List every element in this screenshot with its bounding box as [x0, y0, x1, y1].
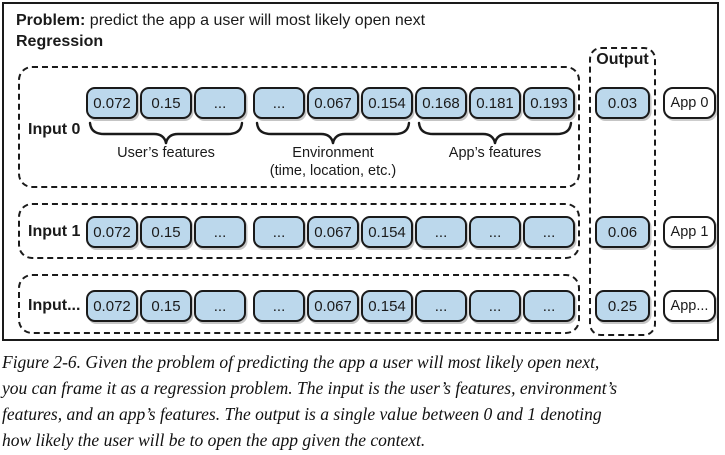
output-frame [589, 47, 656, 336]
input1-feature-row: 0.072 0.15 ... ... 0.067 0.154 ... ... .… [86, 216, 575, 248]
feature-cell: 0.154 [361, 290, 413, 322]
figure-caption: Figure 2-6. Given the problem of predict… [2, 349, 617, 453]
input-n-frame [18, 274, 580, 334]
app-box: App... [663, 290, 716, 322]
user-features-label: User’s features [117, 145, 215, 161]
problem-text: predict the app a user will most likely … [89, 12, 426, 29]
feature-cell: ... [415, 216, 467, 248]
feature-cell: 0.15 [140, 290, 192, 322]
environment-sublabel: (time, location, etc.) [269, 163, 397, 179]
feature-cell: 0.15 [140, 216, 192, 248]
feature-cell: 0.072 [86, 216, 138, 248]
curly-brace-app-features [417, 121, 573, 145]
feature-cell: 0.15 [140, 87, 192, 119]
feature-cell: 0.067 [307, 87, 359, 119]
environment-label: Environment [292, 145, 374, 161]
feature-cell: ... [415, 290, 467, 322]
input0-feature-row: 0.072 0.15 ... ... 0.067 0.154 0.168 0.1… [86, 87, 575, 119]
curly-brace-user-features [88, 121, 244, 145]
feature-cell: ... [253, 290, 305, 322]
problem-label: Problem: [16, 12, 86, 29]
feature-cell: ... [253, 216, 305, 248]
feature-cell: 0.168 [415, 87, 467, 119]
feature-cell: ... [194, 290, 246, 322]
input0-frame [18, 66, 580, 188]
figure-frame: Problem: predict the app a user will mos… [2, 2, 719, 341]
feature-cell: ... [523, 290, 575, 322]
feature-cell: ... [469, 216, 521, 248]
feature-cell: ... [194, 216, 246, 248]
feature-cell: ... [194, 87, 246, 119]
feature-cell: 0.067 [307, 216, 359, 248]
feature-cell: ... [469, 290, 521, 322]
framing-label: Regression [16, 33, 104, 50]
feature-cell: ... [253, 87, 305, 119]
feature-cell: 0.072 [86, 87, 138, 119]
output-cell: 0.03 [595, 87, 650, 119]
output-column-label: Output [596, 51, 649, 68]
problem-title: Problem: predict the app a user will mos… [16, 12, 425, 30]
feature-cell: ... [523, 216, 575, 248]
caption-line: how likely the user will be to open the … [2, 430, 426, 450]
caption-line: Figure 2-6. Given the problem of predict… [2, 352, 600, 372]
output-cell: 0.06 [595, 216, 650, 248]
input-n-label: Input... [28, 297, 81, 314]
app-features-label: App’s features [448, 145, 542, 161]
feature-cell: 0.067 [307, 290, 359, 322]
feature-cell: 0.072 [86, 290, 138, 322]
curly-brace-environment [255, 121, 411, 145]
input0-label: Input 0 [28, 121, 81, 138]
input1-frame [18, 203, 580, 259]
input1-label: Input 1 [28, 223, 81, 240]
input-n-feature-row: 0.072 0.15 ... ... 0.067 0.154 ... ... .… [86, 290, 575, 322]
feature-cell: 0.154 [361, 87, 413, 119]
caption-line: features, and an app’s features. The out… [2, 404, 602, 424]
caption-line: you can frame it as a regression problem… [2, 378, 618, 398]
app-box: App 0 [663, 87, 716, 119]
output-cell: 0.25 [595, 290, 650, 322]
feature-cell: 0.154 [361, 216, 413, 248]
feature-cell: 0.181 [469, 87, 521, 119]
app-box: App 1 [663, 216, 716, 248]
feature-cell: 0.193 [523, 87, 575, 119]
